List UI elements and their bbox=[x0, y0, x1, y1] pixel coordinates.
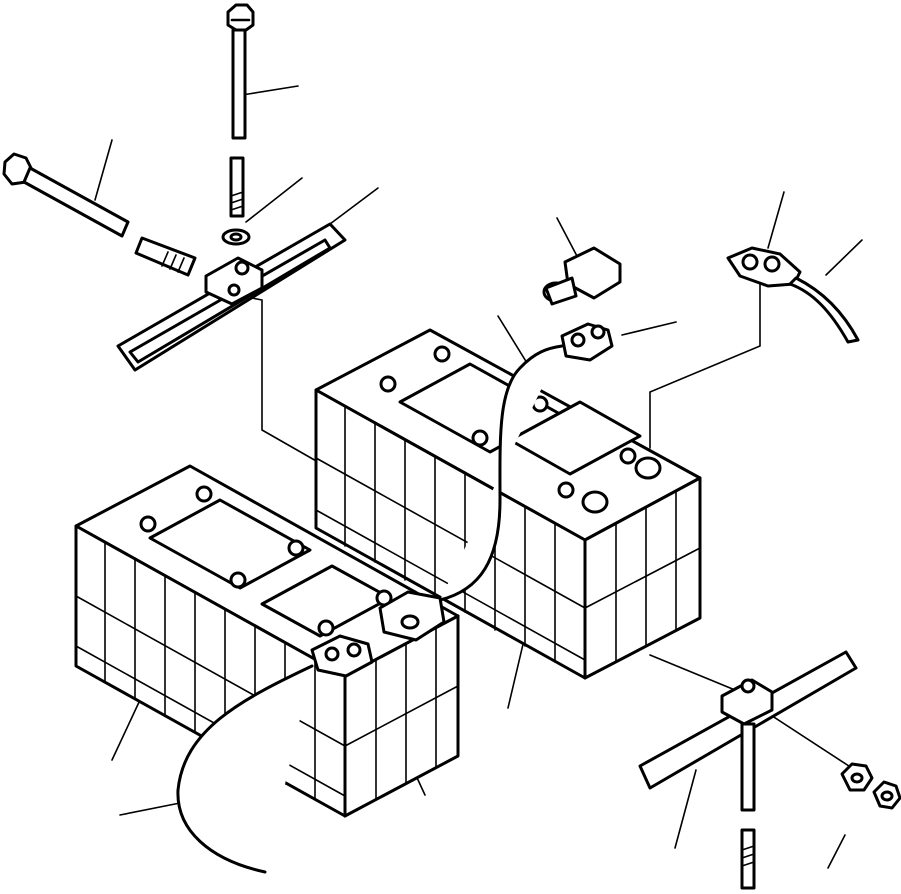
lower-battery-bracket bbox=[638, 650, 858, 890]
hex-nuts bbox=[840, 762, 901, 810]
side-hold-down-bolt bbox=[2, 152, 197, 277]
vertical-hold-down-bolt bbox=[221, 3, 255, 246]
main-battery-cable bbox=[176, 634, 374, 874]
ground-cable-terminal bbox=[726, 246, 860, 344]
battery-connecting-cable bbox=[378, 322, 614, 642]
upper-battery-bracket bbox=[116, 222, 347, 372]
terminal-cover bbox=[542, 246, 622, 306]
